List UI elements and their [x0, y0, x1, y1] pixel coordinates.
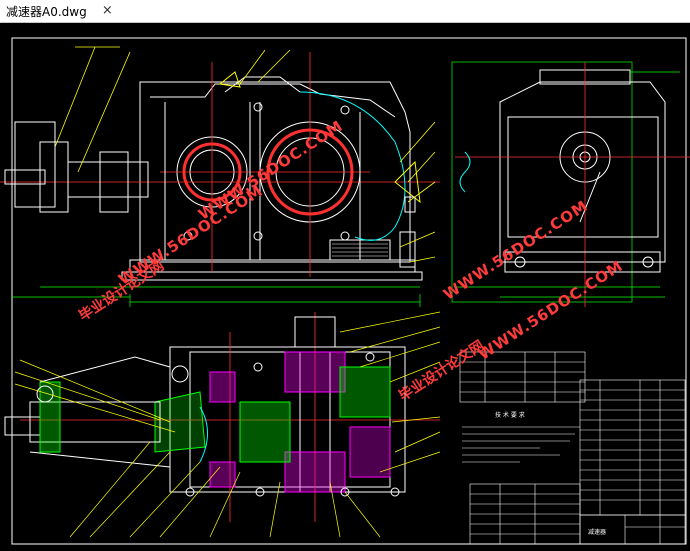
title-block: [579, 514, 686, 545]
tech-requirements-lines: [462, 426, 580, 463]
plan-section-view: [4, 311, 441, 538]
title-block-name: 减速器: [588, 528, 606, 536]
tech-requirements-title: 技 术 要 求: [495, 411, 525, 419]
parts-list: [469, 379, 686, 545]
document-tab-title: 减速器A0.dwg: [6, 4, 87, 19]
side-view: [451, 61, 690, 307]
drawing-frame: [11, 37, 687, 545]
cad-drawing: 技 术 要 求: [0, 37, 690, 545]
drawing-canvas[interactable]: 技 术 要 求: [0, 22, 690, 547]
parameter-table: [459, 351, 586, 403]
document-tab-bar: 减速器A0.dwg ×: [0, 0, 690, 23]
document-tab[interactable]: 减速器A0.dwg ×: [0, 0, 121, 22]
front-view: [0, 46, 440, 307]
close-icon[interactable]: ×: [101, 3, 113, 18]
